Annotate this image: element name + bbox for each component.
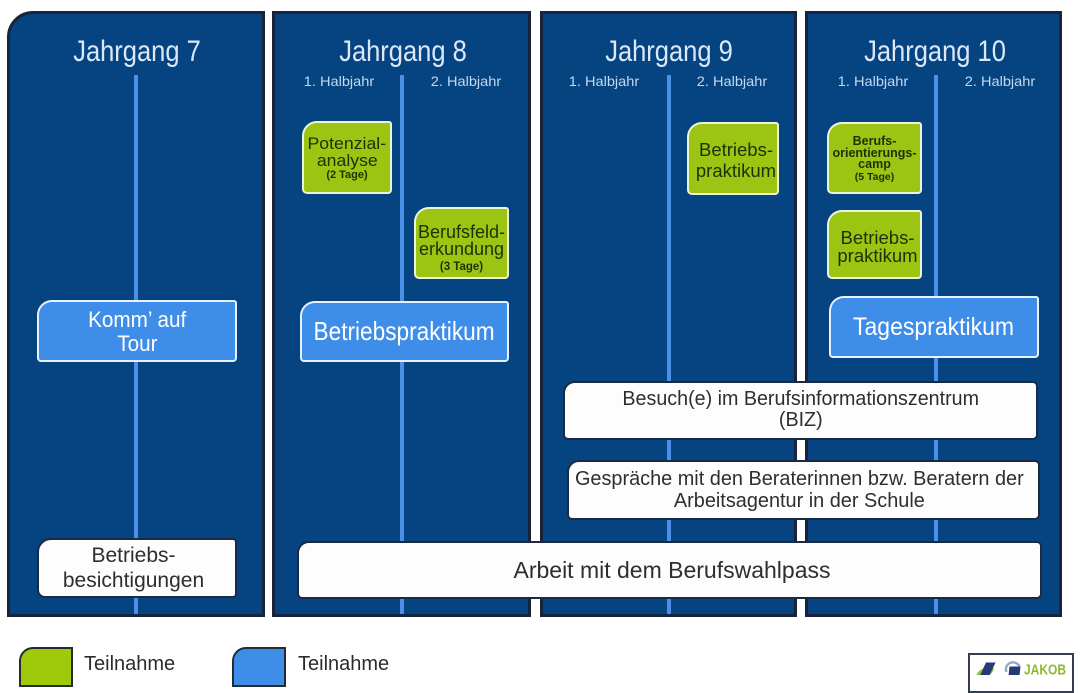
svg-text:JAKOB: JAKOB <box>1024 663 1066 676</box>
